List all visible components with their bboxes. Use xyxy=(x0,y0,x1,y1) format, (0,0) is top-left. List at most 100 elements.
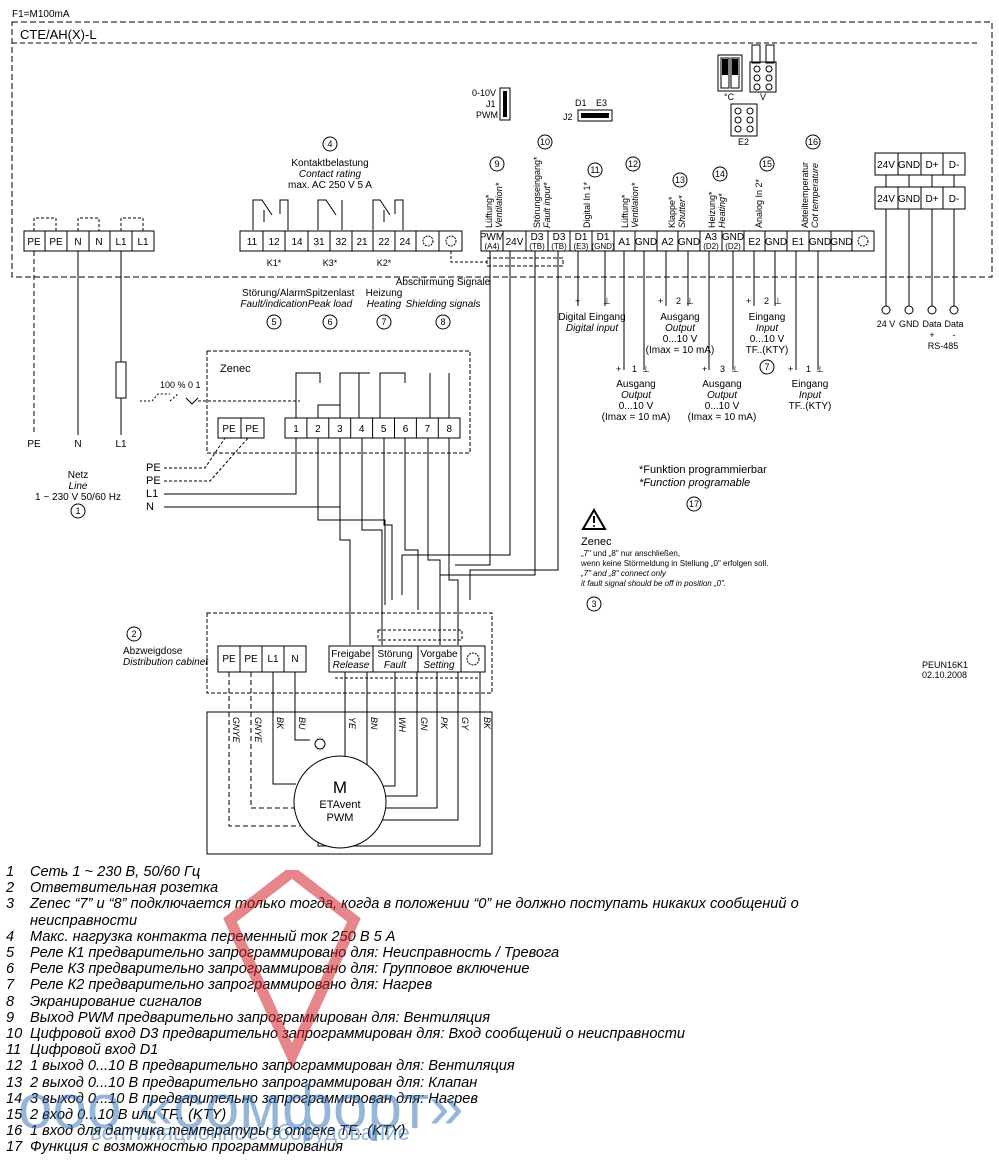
warning-line-3: „7" and „8" connect only xyxy=(580,569,667,578)
dip-e2[interactable] xyxy=(730,103,758,137)
io-terminal-8-top: A2 xyxy=(661,237,674,248)
terminal-l1-2: L1 xyxy=(137,237,149,248)
callout-10: 10 xyxy=(540,137,550,147)
in2-en: Input xyxy=(756,323,779,334)
rs485-gnd-a: GND xyxy=(898,160,920,171)
jumper-j2[interactable] xyxy=(577,109,613,122)
legend-number: 9 xyxy=(6,1009,15,1026)
legend-number: 6 xyxy=(6,961,15,978)
legend-item: 5 Реле К1 предварительно запрограммирован… xyxy=(6,945,826,961)
cabinet-de: Abzweigdose xyxy=(123,646,183,657)
relay-peak-en: Peak load xyxy=(308,299,353,310)
out3-num: 3 xyxy=(720,364,725,374)
j1-label: J1 xyxy=(486,99,496,109)
legend-text: Реле К1 предварительно запрограммировано… xyxy=(30,945,560,962)
out2-num: 2 xyxy=(676,296,681,306)
callout-16: 16 xyxy=(808,137,818,147)
in2-range: 0...10 V xyxy=(750,334,785,345)
in1-num: 1 xyxy=(806,364,811,374)
io-terminal-12-top: E2 xyxy=(748,237,761,248)
cabinet-l1: L1 xyxy=(267,654,279,665)
io-label-10-de: Störungseingang* xyxy=(532,156,542,228)
rs485-pin-data-plus: Data xyxy=(922,319,941,329)
in1-kty: TF..(KTY) xyxy=(789,401,832,412)
line-spec: 1 ~ 230 V 50/60 Hz xyxy=(35,492,121,503)
io-terminal-5-bottom: (GND) xyxy=(591,242,614,251)
terminal-24: 24 xyxy=(399,237,411,248)
in1-plus: + xyxy=(788,364,793,374)
out2-en: Output xyxy=(665,323,696,334)
out3-de: Ausgang xyxy=(702,379,741,390)
legend-item: 10 Цифровой вход D3 предварительно запро… xyxy=(6,1026,826,1042)
rs485-dminus-b: D- xyxy=(949,194,960,205)
legend-number: 8 xyxy=(6,993,15,1010)
contact-rating-subtitle: Contact rating xyxy=(299,169,362,180)
out1-range: 0...10 V xyxy=(619,401,654,412)
zenec-terminal-2: 2 xyxy=(315,424,321,435)
line-de: Netz xyxy=(68,470,89,481)
legend-item: 16 1 вход для датчика температуры в отсе… xyxy=(6,1123,826,1139)
callout-15: 15 xyxy=(762,159,772,169)
zenec-terminal-7: 7 xyxy=(425,424,431,435)
out1-num: 1 xyxy=(632,364,637,374)
wire-color-10: BK xyxy=(482,717,492,730)
legend-number: 5 xyxy=(6,945,15,962)
legend-number: 13 xyxy=(6,1074,23,1091)
io-terminal-2-top: D3 xyxy=(531,232,544,243)
dip-celsius[interactable] xyxy=(717,54,743,92)
io-terminal-3-bottom: (TB) xyxy=(551,242,567,251)
io-terminal-4-top: D1 xyxy=(575,232,588,243)
in1-en: Input xyxy=(799,390,822,401)
jumper-j1[interactable] xyxy=(499,87,511,121)
cabinet-setting-de: Vorgabe xyxy=(420,649,458,660)
io-terminal-15-top: GND xyxy=(809,237,831,248)
j1-label-0-10v: 0-10V xyxy=(472,88,496,98)
cabinet-setting-en: Setting xyxy=(423,660,455,671)
wire-color-6: WH xyxy=(397,717,407,732)
wiring-diagram: F1=M100mA CTE/AH(X)-L 0-10V J1 PWM D1 E3… xyxy=(11,9,993,855)
callout-in2: 7 xyxy=(764,362,769,372)
io-terminal-6-top: A1 xyxy=(618,237,631,248)
rs485-sign-minus: - xyxy=(953,330,956,340)
rs485-sign-plus: + xyxy=(929,330,934,340)
cabinet-pe-1: PE xyxy=(222,654,236,665)
legend-number: 16 xyxy=(6,1123,23,1140)
zenec-terminal-1: 1 xyxy=(293,424,299,435)
dip-volt[interactable] xyxy=(749,44,777,93)
legend-item: 11 Цифровой вход D1 xyxy=(6,1042,826,1058)
callout-12: 12 xyxy=(628,159,638,169)
in2-gnd: ⊥ xyxy=(774,296,782,306)
legend-text: Реле К3 предварительно запрограммировано… xyxy=(30,961,530,978)
cabinet-release-en: Release xyxy=(333,660,370,671)
motor-sub: PWM xyxy=(327,812,354,824)
in1-gnd: ⊥ xyxy=(816,364,824,374)
callout-14: 14 xyxy=(715,169,725,179)
legend-number: 12 xyxy=(6,1058,23,1075)
legend-text: 2 выход 0...10 В предварительно запрогра… xyxy=(30,1074,478,1091)
out2-gnd: ⊥ xyxy=(686,296,694,306)
callout-5: 5 xyxy=(271,317,276,327)
j2-label-d1: D1 xyxy=(575,98,587,108)
cabinet-fault-de: Störung xyxy=(377,649,412,660)
legend-text: Сеть 1 ~ 230 В, 50/60 Гц xyxy=(30,864,201,880)
motor-m: M xyxy=(333,778,347,797)
callout-2: 2 xyxy=(131,629,136,639)
io-terminal-16-top: GND xyxy=(830,237,852,248)
callout-17: 17 xyxy=(689,499,699,509)
motor-housing xyxy=(206,711,493,855)
line-n: N xyxy=(74,439,81,450)
io-terminal-7-top: GND xyxy=(635,237,657,248)
zenec-box xyxy=(206,350,471,454)
callout-4: 4 xyxy=(327,139,332,149)
relay-fault-de: Störung/Alarm xyxy=(242,288,306,299)
line-l1: L1 xyxy=(115,439,127,450)
io-terminal-11-bottom: (D2) xyxy=(725,242,741,251)
zenec-box-title: Zenec xyxy=(220,363,251,375)
in1-de: Eingang xyxy=(792,379,829,390)
in2-plus: + xyxy=(746,296,751,306)
shield-signals-de: Abschirmung Signale xyxy=(396,277,491,288)
relay-terminal-strip xyxy=(239,230,463,252)
out2-plus: + xyxy=(658,296,663,306)
contact-rating-title: Kontaktbelastung xyxy=(291,158,368,169)
relay-k2-label: K2* xyxy=(377,258,392,268)
